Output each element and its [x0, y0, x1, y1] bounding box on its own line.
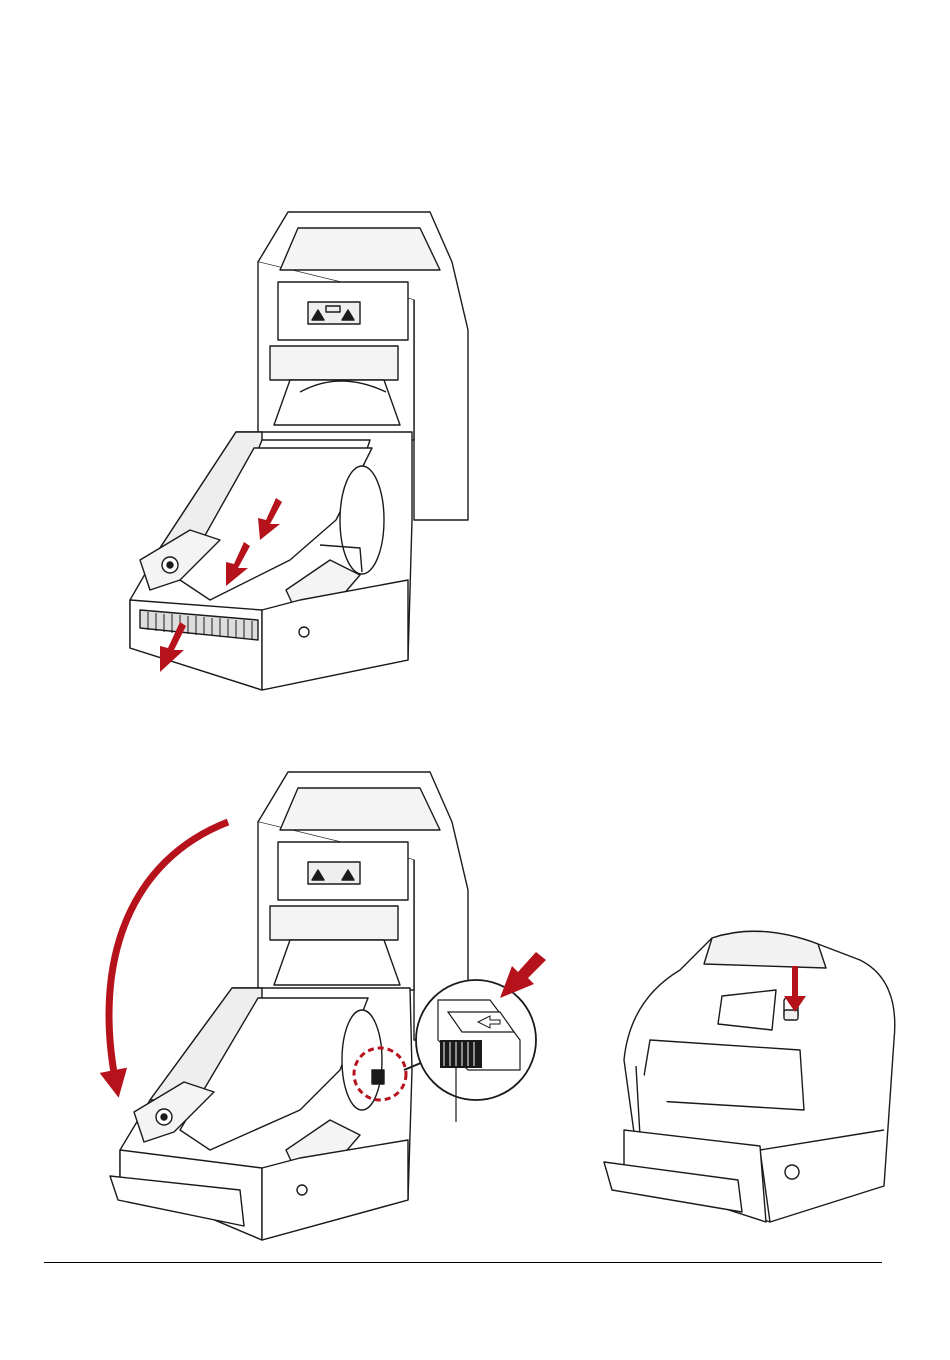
- figure-2-close-cover: [110, 772, 468, 1240]
- printer-closed-icon: [604, 931, 895, 1222]
- figure-1-open-printer-load-media: [130, 212, 468, 690]
- footer-rule: [44, 1262, 882, 1263]
- push-arrow-icon: [500, 952, 546, 998]
- latch-detail-icon: [416, 980, 536, 1122]
